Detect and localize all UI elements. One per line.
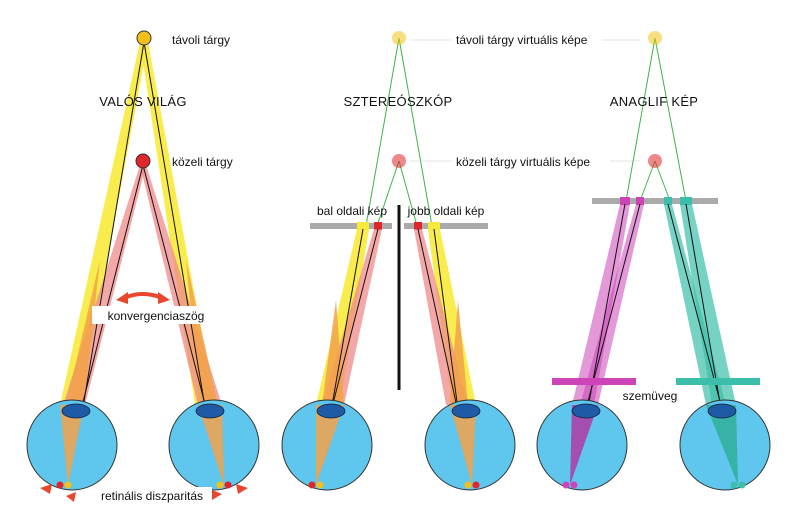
overlap-left [66,260,100,405]
left-image-screen [310,223,392,229]
left-image-label: bal oldali kép [317,204,387,218]
near-object-label: közeli tárgy [172,155,233,169]
right-image-label: jobb oldali kép [407,204,485,218]
retinal-disparity-label: retinális diszparitás [101,489,203,503]
far-virtual-object [392,31,406,45]
panel-title-stereoscope: SZTEREÓSZKÓP [343,94,452,109]
convergence-arrow [123,292,163,300]
near-virtual-label: közeli tárgy virtuális képe [456,155,590,169]
convergence-angle-label: konvergenciaszög [108,309,205,323]
panel-title-anaglyph: ANAGLIF KÉP [610,94,699,109]
left-lens [61,403,91,419]
near-virtual-object [648,154,662,168]
disparity-arrow-4 [236,484,248,494]
glasses-label: szemüveg [623,389,678,403]
glasses-teal-filter [676,378,760,385]
anaglyph-screen [592,198,718,204]
overlap-right [186,260,218,405]
panel-title-real: VALÓS VILÁG [99,94,187,109]
panel-stereoscope: SZTEREÓSZKÓP távoli tárgy virtuális képe… [281,30,640,491]
near-object [135,153,151,169]
far-object [136,30,152,46]
glasses-magenta-filter [552,378,636,385]
disparity-arrow-1 [40,484,52,494]
panel-real-world: VALÓS VILÁG távoli tárgy közeli tárgy ko… [26,30,260,503]
far-virtual-label: távoli tárgy virtuális képe [456,33,588,47]
far-virtual-object [648,31,662,45]
disparity-arrow-3 [212,490,222,500]
far-object-label: távoli tárgy [172,33,230,47]
near-virtual-object [392,154,406,168]
far-beam-left [60,42,148,405]
disparity-arrow-2 [66,492,76,502]
panel-anaglyph: ANAGLIF KÉP szemüveg [536,31,771,491]
right-image-screen [404,223,488,229]
right-lens [195,403,225,419]
